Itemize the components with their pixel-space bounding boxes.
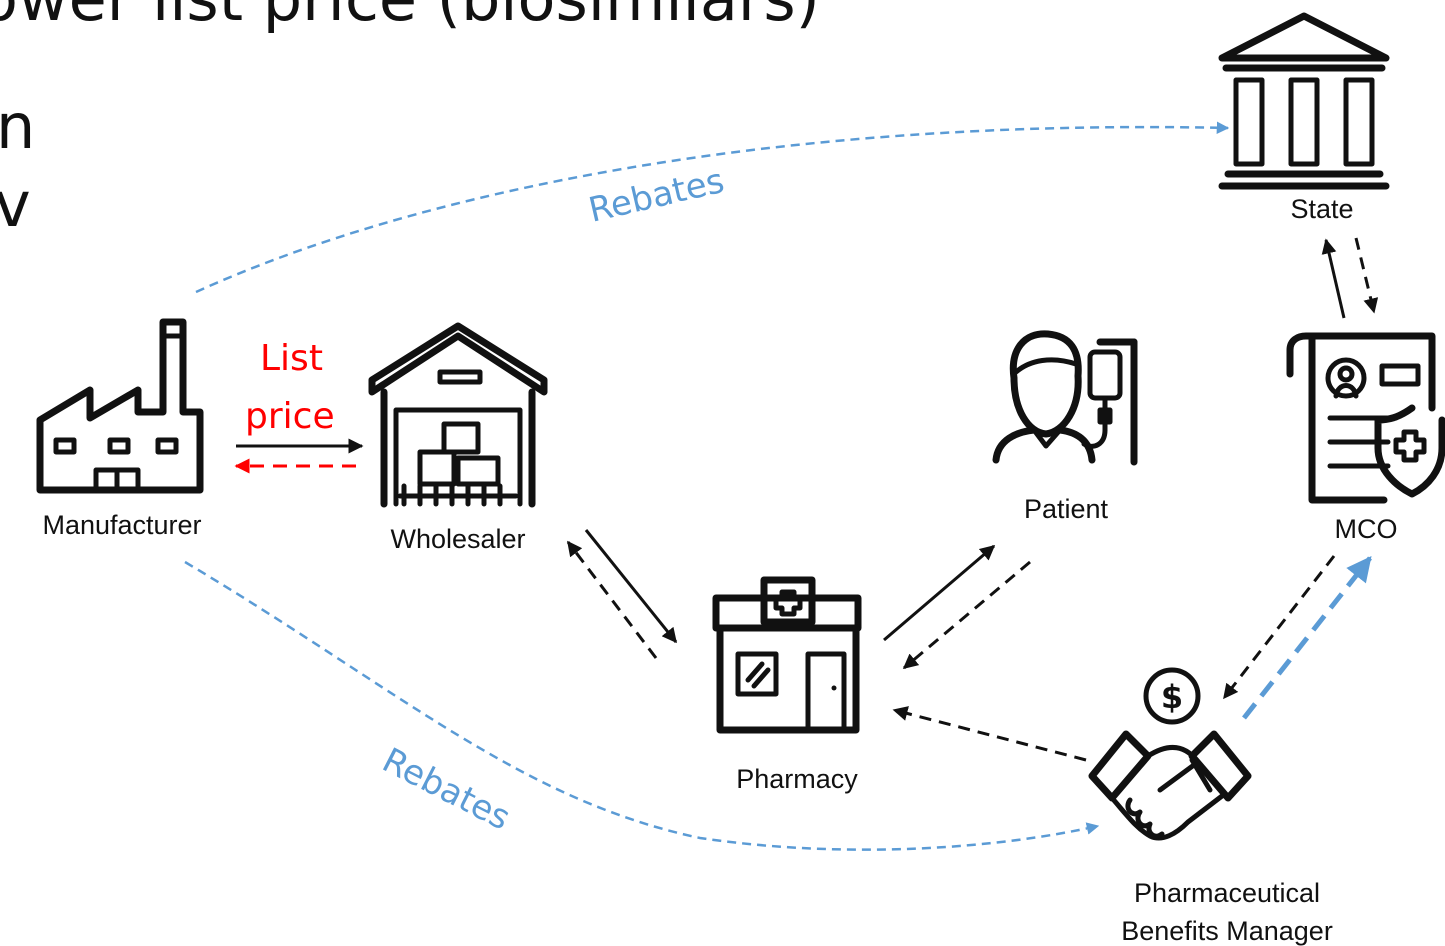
arrow-pbm-to-pharmacy (892, 706, 1087, 762)
warehouse-icon (368, 322, 548, 508)
arrow-pharmacy-to-patient (883, 544, 996, 642)
insurance-policy-icon (1286, 332, 1445, 504)
patient-iv-icon (992, 330, 1138, 466)
arrow-state-to-mco (1354, 237, 1379, 314)
pharmacy-label: Pharmacy (736, 764, 858, 794)
government-building-icon (1218, 12, 1390, 190)
state-label: State (1290, 194, 1353, 224)
svg-text:$: $ (1161, 678, 1183, 716)
rebates-label-top: Rebates (585, 161, 728, 231)
rebate-flow-to-state (195, 121, 1230, 294)
arrow-wholesaler-to-pharmacy (584, 529, 678, 644)
arrow-mco-to-state (1321, 238, 1346, 319)
rebates-label-bottom: Rebates (376, 740, 517, 838)
rebate-flow-to-pbm (184, 560, 1100, 851)
list-price-label-2: price (245, 396, 335, 437)
arrow-patient-to-pharmacy (902, 560, 1031, 670)
wholesaler-label: Wholesaler (390, 524, 525, 554)
slide-text-line-2: n (0, 90, 35, 163)
mco-label: MCO (1335, 514, 1398, 544)
slide-text-line-1: ower list price (biosimilars) (0, 0, 820, 35)
manufacturer-label: Manufacturer (42, 510, 201, 540)
arrow-mco-to-pbm (1222, 555, 1336, 700)
slide-text-line-3: v (0, 168, 31, 241)
pharmacy-icon (712, 576, 862, 734)
arrow-pharmacy-to-wholesaler (566, 540, 658, 659)
pbm-label-line-2: Benefits Manager (1121, 916, 1333, 946)
arrow-pbm-to-mco (1242, 556, 1372, 720)
pbm-label-line-1: Pharmaceutical (1134, 878, 1320, 908)
list-price-label-1: List (260, 338, 323, 379)
patient-label: Patient (1024, 494, 1109, 524)
factory-icon (36, 318, 204, 494)
handshake-money-icon: $ (1088, 667, 1252, 841)
